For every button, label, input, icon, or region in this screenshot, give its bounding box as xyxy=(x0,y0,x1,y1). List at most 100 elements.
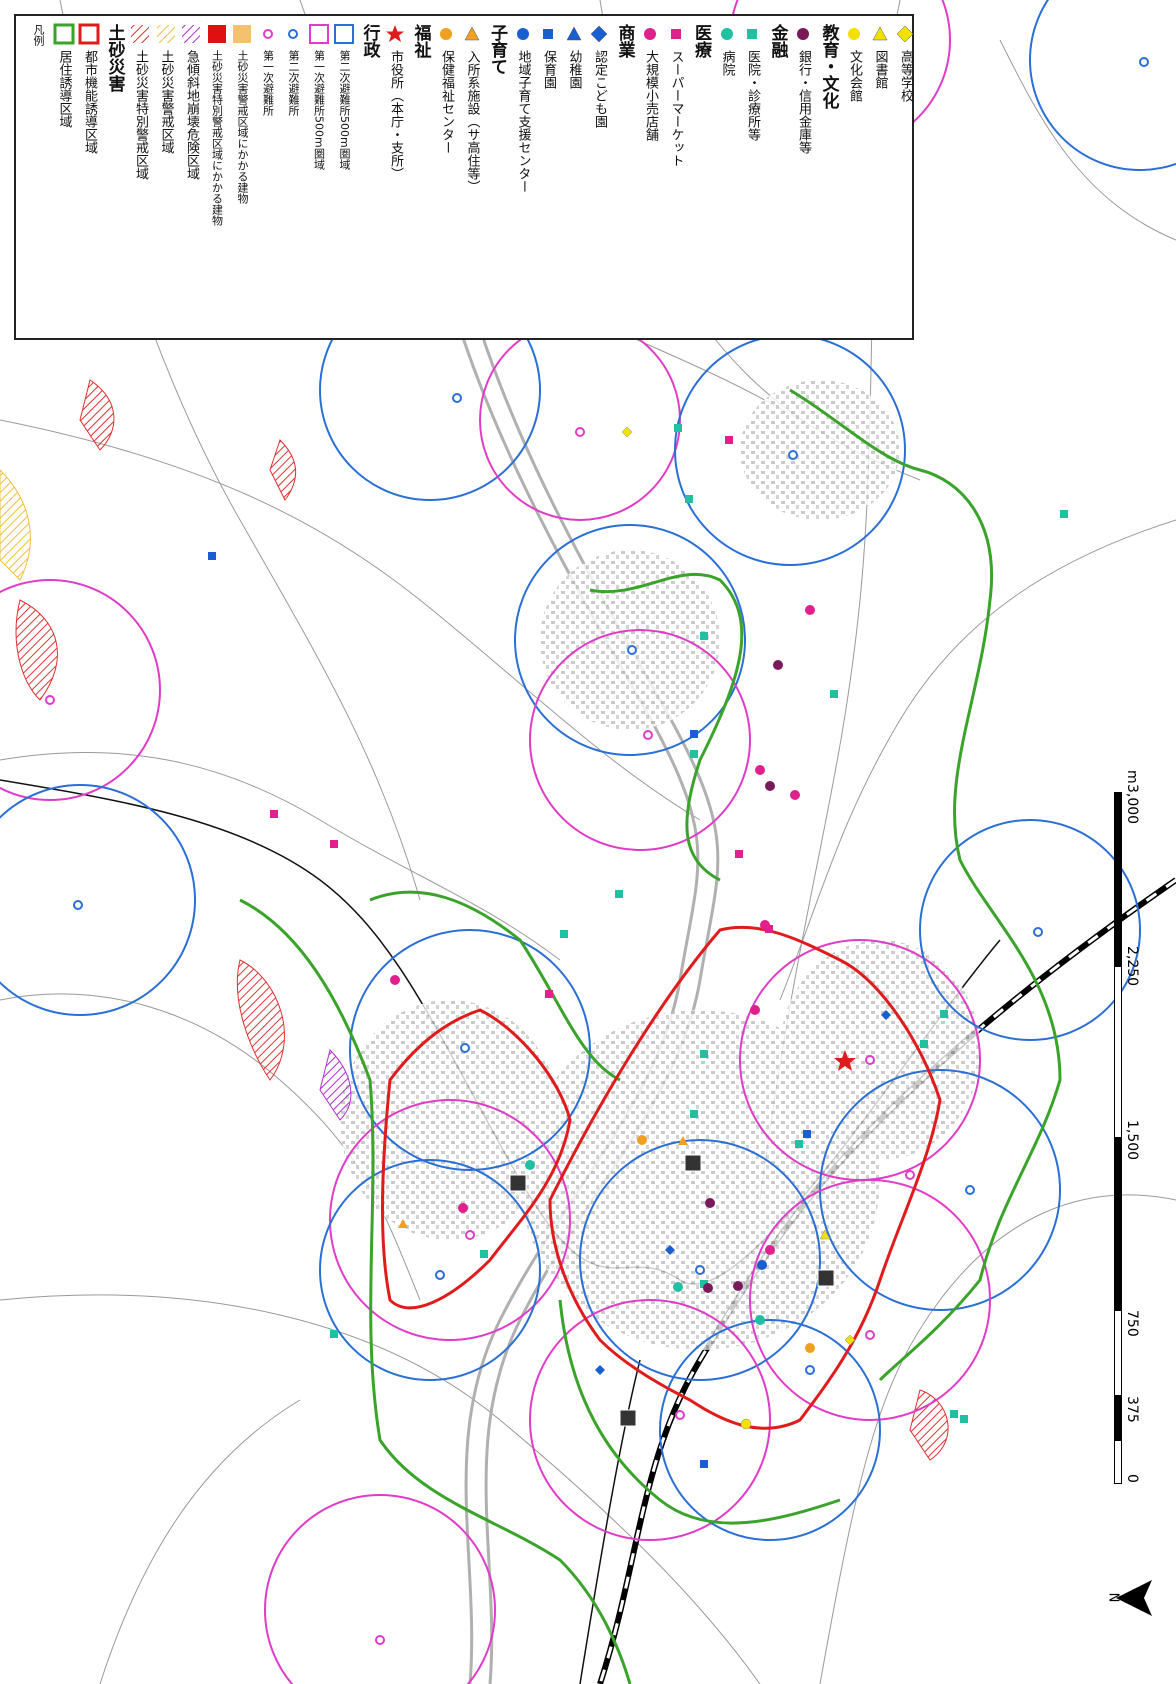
legend-item-nursery: 保育園 xyxy=(536,16,560,342)
scale-segment xyxy=(1114,1440,1122,1484)
legend-item-shelter2-500: 第二次避難所500m圏域 xyxy=(332,16,356,342)
scale-bar: m 3,000 2,250 1,500 750 375 0 xyxy=(1114,770,1174,1510)
housing-induction-zone xyxy=(239,388,1062,1684)
yellow-circle-icon xyxy=(848,28,860,40)
legend-label: 第一次避難所500m圏域 xyxy=(312,50,326,170)
legend-label: 銀行・信用金庫等 xyxy=(796,50,811,154)
stations xyxy=(509,1154,835,1427)
legend-label: スーパーマーケット xyxy=(668,50,684,167)
facilities-medical xyxy=(330,424,1068,1423)
scale-segment xyxy=(1114,1138,1122,1310)
legend-label: 土砂災害警戒区域にかかる建物 xyxy=(236,50,249,204)
legend-label: 土砂災害 xyxy=(104,24,125,92)
legend-title-text: 凡例 xyxy=(32,24,45,46)
legend-label: 第二次避難所500m圏域 xyxy=(338,50,351,170)
scale-tick: 375 xyxy=(1124,1396,1140,1423)
legend-label: 金融 xyxy=(767,24,788,58)
legend-label: 商業 xyxy=(614,24,635,58)
scale-segment xyxy=(1114,1396,1122,1440)
orange-triangle-icon xyxy=(464,26,479,41)
scale-tick: 2,250 xyxy=(1124,946,1140,987)
legend-label: 居住誘導区域 xyxy=(56,50,72,128)
river xyxy=(438,259,720,1684)
legend-item-housing: 居住誘導区域 xyxy=(52,16,76,342)
scale-segment xyxy=(1114,792,1122,966)
blue-dot-icon xyxy=(288,29,298,39)
legend-item-finance: 金融 xyxy=(766,16,790,342)
legend-item-health: 保健福祉センター xyxy=(434,16,458,342)
city-hall xyxy=(834,1050,856,1071)
legend-item-support: 地域子育て支援センター xyxy=(511,16,535,342)
facilities-commerce xyxy=(270,436,815,1255)
facilities-finance xyxy=(703,660,783,1293)
legend-label: 認定こども園 xyxy=(592,50,607,128)
blue-rect-icon xyxy=(334,24,354,44)
urban-function-zone xyxy=(381,925,942,1430)
legend-label: 子育て xyxy=(487,24,507,75)
star-icon xyxy=(386,25,404,42)
legend-label: 保育園 xyxy=(541,50,556,89)
legend-label: 市役所（本庁・支所） xyxy=(388,50,403,180)
hatch-red-icon xyxy=(131,25,149,43)
pink-dot-icon xyxy=(262,29,273,39)
solid-orange-icon xyxy=(233,25,251,43)
legend-label: 急傾斜地崩壊危険区域 xyxy=(184,50,199,180)
pink-rect-icon xyxy=(308,24,329,44)
legend-label: 病院 xyxy=(719,50,735,76)
facilities-edu xyxy=(621,426,856,1430)
scale-segment xyxy=(1114,966,1122,1138)
yellow-triangle-icon xyxy=(872,26,887,41)
legend-item-cityhall: 市役所（本庁・支所） xyxy=(383,16,407,342)
legend-item-hospital: 病院 xyxy=(715,16,739,342)
blue-triangle-icon xyxy=(566,26,581,41)
sediment-hazard-zones xyxy=(0,379,949,1461)
legend-item-sp-bldg: 土砂災害特別警戒区域にかかる建物 xyxy=(205,16,229,342)
legend-item-steep: 急傾斜地崩壊危険区域 xyxy=(179,16,203,342)
legend-item-warn: 土砂災害警戒区域 xyxy=(154,16,178,342)
legend-label: 土砂災害警戒区域 xyxy=(158,50,174,154)
purple-circle-icon xyxy=(797,28,809,40)
legend-item-kodomo: 認定こども園 xyxy=(587,16,611,342)
blue-diamond-icon xyxy=(590,25,608,43)
legend-item-culture: 文化会館 xyxy=(842,16,866,342)
legend-label: 土砂災害特別警戒区域 xyxy=(133,50,148,180)
legend-label: 文化会館 xyxy=(847,50,862,102)
red-rect-icon xyxy=(78,23,100,45)
legend-item-nursing: 入所系施設（サ高住等） xyxy=(460,16,484,342)
legend-label: 入所系施設（サ高住等） xyxy=(464,50,480,193)
legend-item-large-store: 大規模小売店舗 xyxy=(638,16,662,342)
legend-title: 凡例 xyxy=(26,16,50,342)
shelters-primary xyxy=(45,427,915,1645)
map-legend: 凡例居住誘導区域都市機能誘導区域土砂災害土砂災害特別警戒区域土砂災害警戒区域急傾… xyxy=(14,14,914,340)
legend-item-shelter1: 第一次避難所 xyxy=(256,16,280,342)
magenta-square-icon xyxy=(670,29,681,39)
blue-square-icon xyxy=(543,29,553,39)
north-arrow-icon xyxy=(1116,1580,1152,1616)
scale-tick: 0 xyxy=(1124,1474,1140,1483)
hatch-yellow-icon xyxy=(156,25,175,43)
blue-circle-icon xyxy=(516,28,529,40)
legend-item-sp-warn: 土砂災害特別警戒区域 xyxy=(128,16,152,342)
legend-label: 保健福祉センター xyxy=(439,50,454,154)
legend-label: 行政 xyxy=(359,24,380,58)
legend-item-commerce: 商業 xyxy=(613,16,637,342)
legend-item-supermarket: スーパーマーケット xyxy=(664,16,688,342)
legend-label: 第一次避難所 xyxy=(261,50,275,116)
scale-tick: 750 xyxy=(1124,1310,1140,1337)
north-label: N xyxy=(1105,1592,1121,1603)
legend-item-urban: 都市機能誘導区域 xyxy=(77,16,101,342)
legend-label: 高等学校 xyxy=(898,50,913,102)
teal-square-icon xyxy=(747,29,757,39)
legend-label: 土砂災害特別警戒区域にかかる建物 xyxy=(210,50,224,226)
legend-item-shelter1-500: 第一次避難所500m圏域 xyxy=(307,16,331,342)
orange-circle-icon xyxy=(440,28,452,40)
legend-item-bank: 銀行・信用金庫等 xyxy=(791,16,815,342)
scale-unit: m xyxy=(1124,770,1140,784)
legend-label: 図書館 xyxy=(872,50,888,89)
legend-label: 大規模小売店舗 xyxy=(643,50,658,141)
facilities-welfare xyxy=(398,1135,815,1353)
legend-item-gov: 行政 xyxy=(358,16,382,342)
legend-item-welfare: 福祉 xyxy=(409,16,433,342)
